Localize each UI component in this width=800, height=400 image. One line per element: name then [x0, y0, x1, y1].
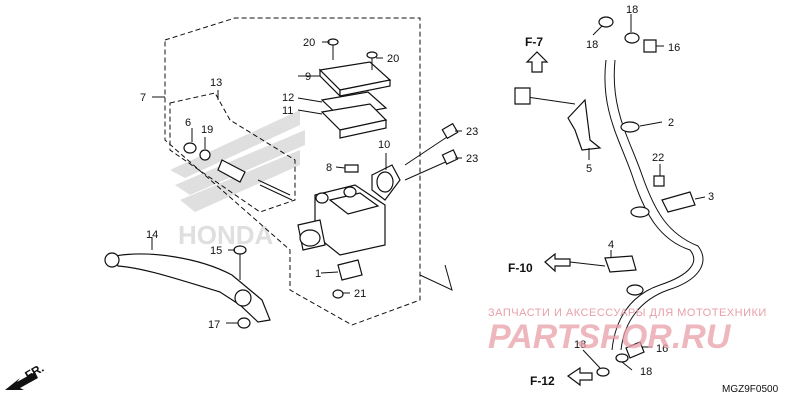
reference-f7-label: F-7	[525, 35, 543, 49]
hose-clamp-4	[569, 255, 637, 273]
callout-5: 5	[586, 163, 592, 175]
callout-9: 9	[305, 71, 311, 83]
master-cylinder-holder	[371, 164, 401, 201]
bolt-22	[653, 175, 665, 187]
reference-arrow-f7[interactable]: F-7	[525, 35, 549, 73]
callout-12: 12	[282, 92, 294, 104]
callout-16-lower: 16	[656, 343, 668, 355]
callout-18-bottom-right: 18	[640, 366, 652, 378]
watermark-brand: PARTSFOR.RU	[488, 318, 732, 356]
callout-4: 4	[608, 239, 614, 251]
bolt-23-upper	[404, 122, 459, 166]
pivot-bolt-15	[233, 245, 247, 280]
callout-numbers: 1 2 3 4 5 6 7 8 9 10 11 12 13 14 15 16 1…	[140, 4, 714, 378]
brake-lever	[104, 252, 271, 323]
reference-arrow-f12[interactable]: F-12	[530, 366, 593, 388]
banjo-bolt-16-lower	[625, 341, 645, 359]
callout-15: 15	[210, 245, 222, 257]
callout-1: 1	[315, 268, 321, 280]
callout-8: 8	[326, 162, 332, 174]
assembly-outline	[164, 17, 421, 326]
callout-11: 11	[282, 105, 293, 117]
piston-set	[183, 142, 293, 201]
callout-18-bottom-left: 18	[574, 339, 586, 351]
diaphragm	[320, 103, 388, 139]
callout-18-top: 18	[626, 4, 638, 16]
watermark-tagline: ЗАПЧАСТИ И АКСЕССУАРЫ ДЛЯ МОТОТЕХНИКИ	[488, 307, 767, 319]
hose-clamp-3	[661, 191, 696, 213]
callout-3: 3	[708, 191, 714, 203]
callout-20-right: 20	[387, 53, 399, 65]
callout-10: 10	[378, 139, 390, 151]
callout-17: 17	[208, 319, 220, 331]
leader-lines	[151, 14, 706, 371]
reference-f12-label: F-12	[530, 374, 555, 388]
front-direction-arrow: FR.	[5, 361, 46, 390]
callout-20-left: 20	[303, 37, 315, 49]
callout-18-left: 18	[586, 39, 598, 51]
callout-7: 7	[140, 92, 146, 104]
callout-21: 21	[354, 288, 366, 300]
reference-f10-label: F-10	[508, 261, 533, 275]
sealing-washer-18-lower	[596, 353, 629, 377]
front-stop-switch	[337, 259, 363, 281]
diagram-code: MGZ9F0500	[722, 384, 779, 395]
banjo-bolt-16-upper	[643, 39, 657, 53]
callout-14: 14	[146, 229, 158, 241]
callout-23-lower: 23	[466, 153, 478, 165]
site-watermark: ЗАПЧАСТИ И АКСЕССУАРЫ ДЛЯ МОТОТЕХНИКИ PA…	[488, 307, 767, 356]
callout-22: 22	[652, 152, 664, 164]
master-cylinder-body	[297, 184, 386, 256]
callout-23-upper: 23	[466, 126, 478, 138]
callout-6: 6	[185, 117, 191, 129]
reservoir-cap	[318, 61, 392, 98]
pin-8	[344, 164, 359, 173]
callout-2: 2	[668, 117, 674, 129]
hose-clamp-5	[514, 87, 602, 151]
callout-19: 19	[201, 124, 213, 136]
screw-20-left	[327, 38, 339, 60]
brake-hose	[604, 59, 704, 351]
nut-17	[237, 317, 251, 329]
callout-16-upper: 16	[668, 42, 680, 54]
bolt-23-lower	[404, 149, 459, 181]
callout-13: 13	[210, 77, 222, 89]
honda-logo-text: HONDA	[178, 220, 274, 250]
reference-arrow-f10[interactable]: F-10	[508, 252, 571, 275]
sealing-washer-18-upper	[598, 16, 640, 44]
screw-20-right	[366, 51, 378, 70]
screw-21	[332, 289, 344, 299]
